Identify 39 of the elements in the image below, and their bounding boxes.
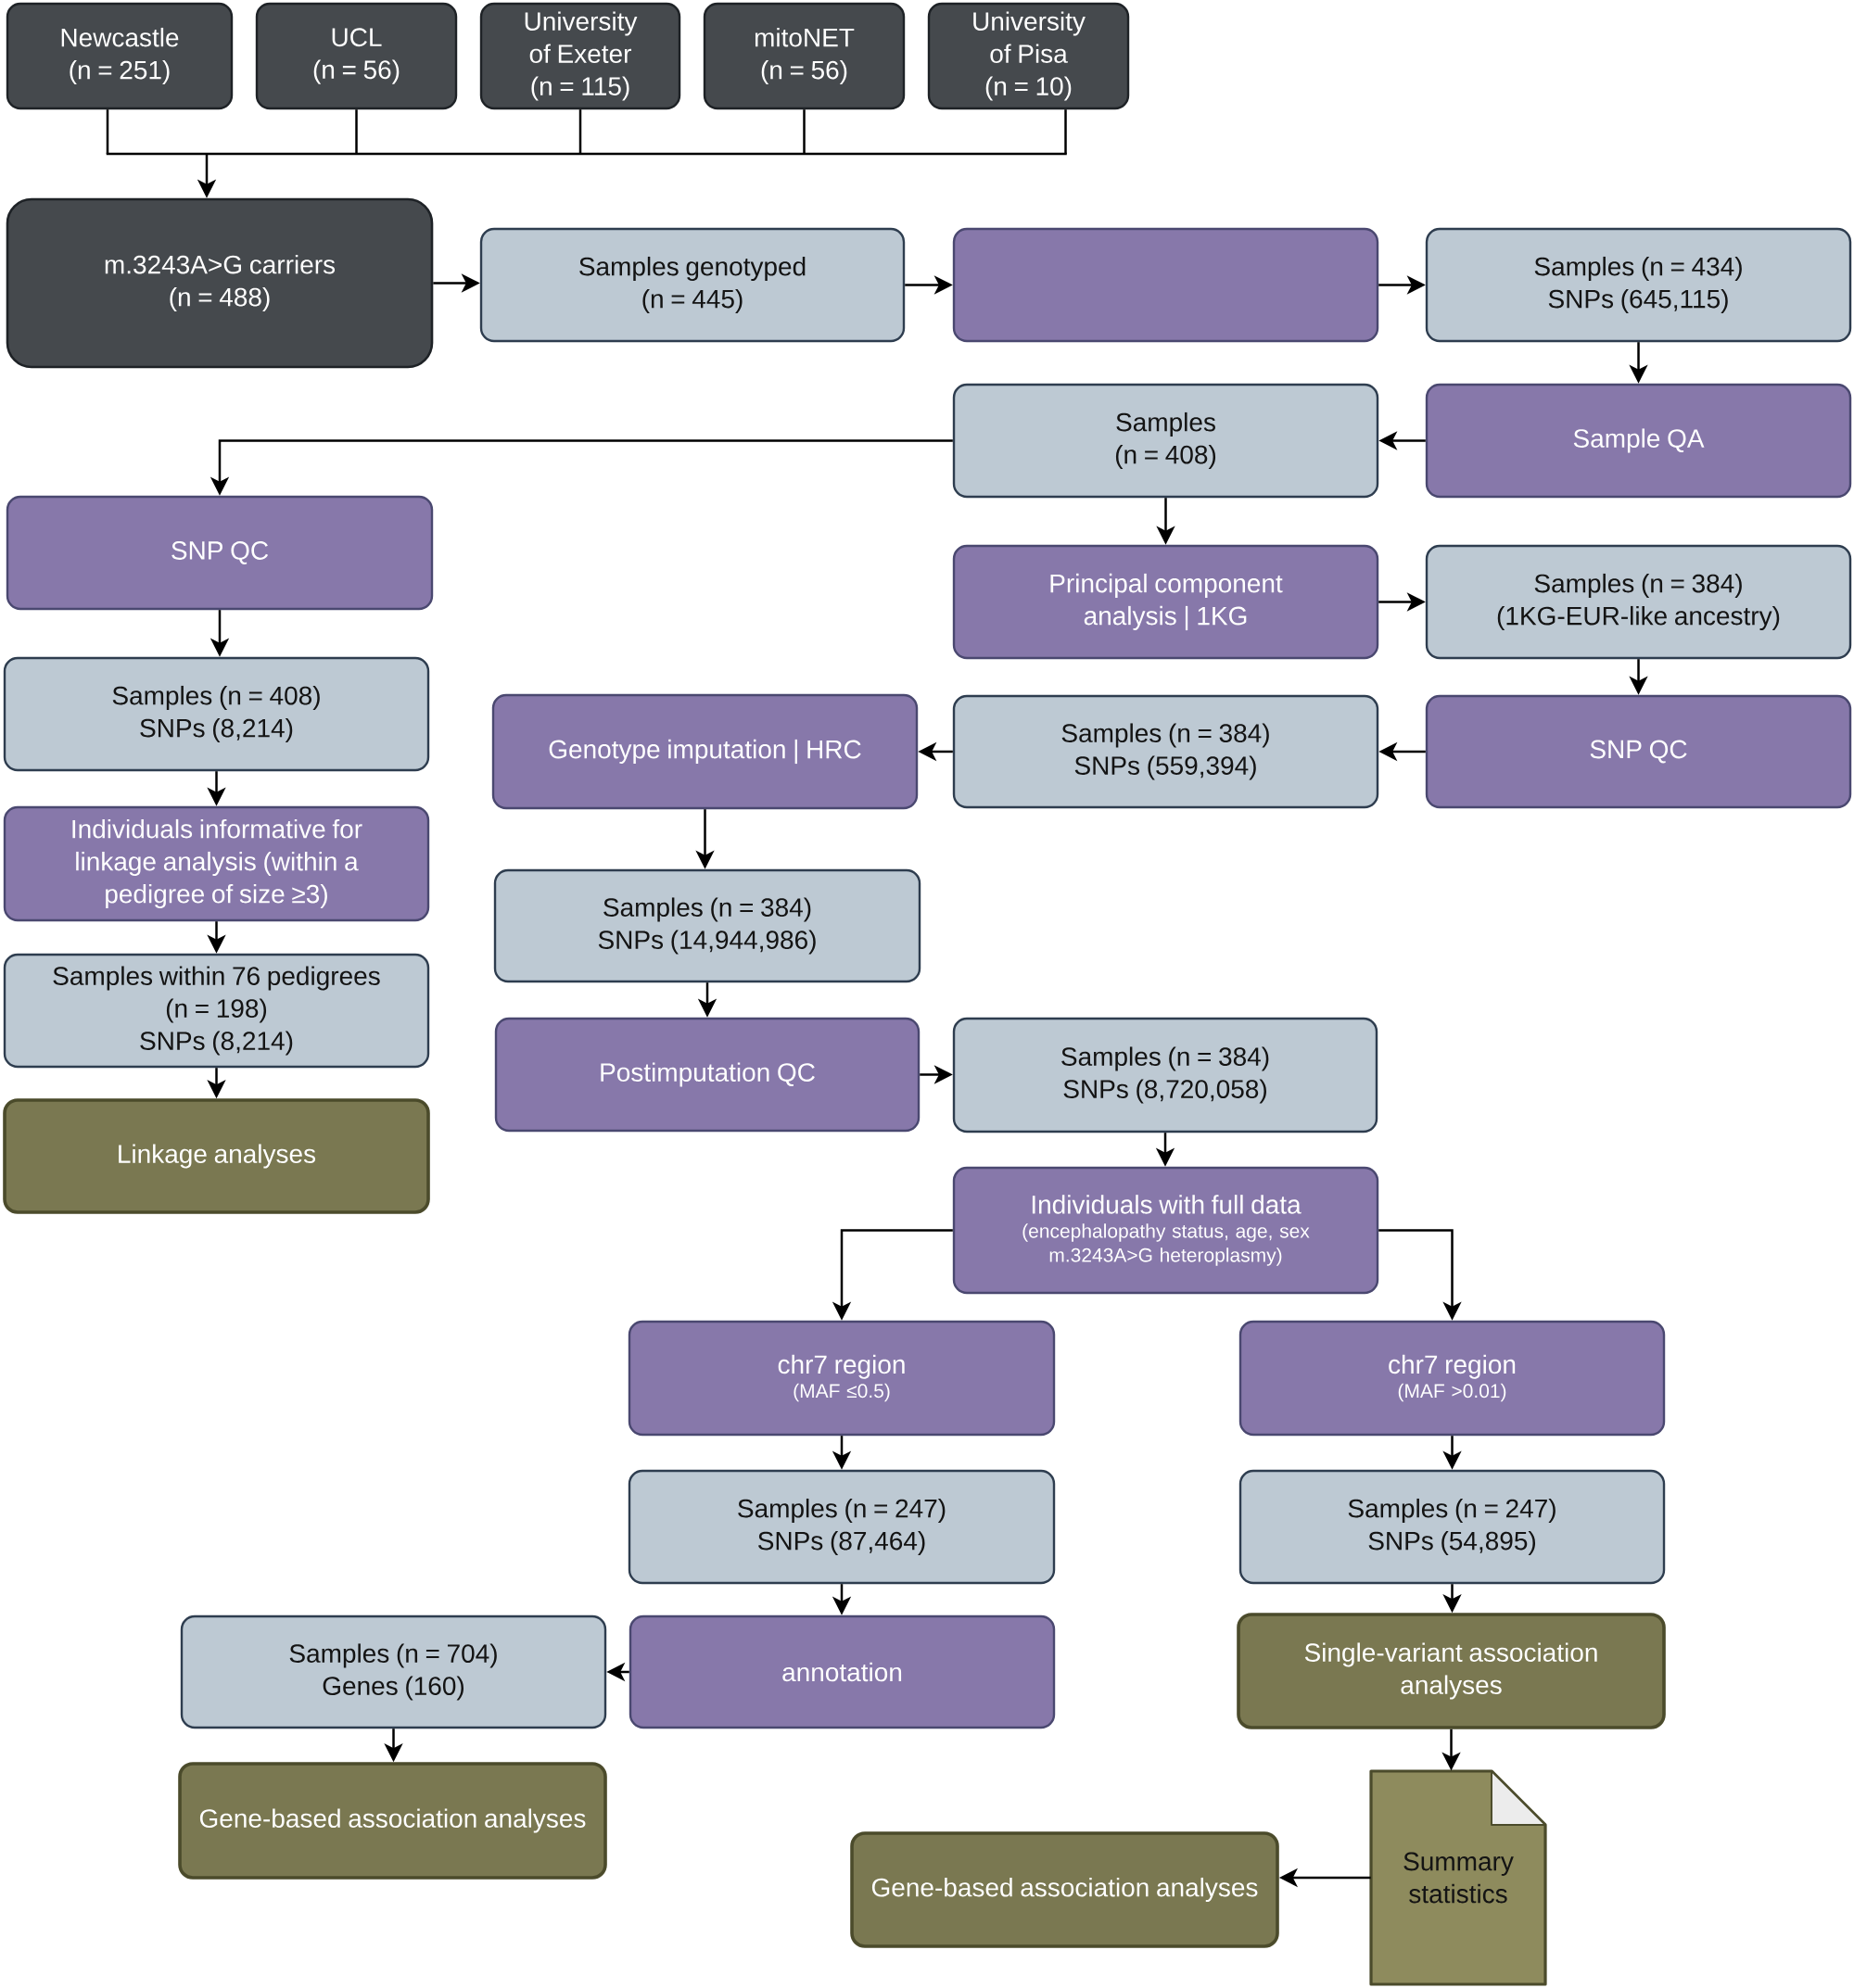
analysis-box: Single-variant association analyses <box>1237 1613 1666 1729</box>
process-box: chr7 region (MAF ≤0.5) <box>628 1320 1056 1437</box>
source-box: Newcastle (n = 251) <box>6 2 234 110</box>
data-box: Samples (n = 384) SNPs (14,944,986) <box>493 868 921 983</box>
data-box: Samples (n = 384) SNPs (559,394) <box>952 694 1379 809</box>
connector-line <box>1064 109 1067 154</box>
data-box: Samples within 76 pedigrees (n = 198) SNPs (8,214) <box>3 953 430 1069</box>
data-box: Samples (n = 704) Genes (160) <box>180 1614 607 1729</box>
process-box: Sample QA <box>1425 383 1852 499</box>
process-box: Postimputation QC <box>494 1017 921 1133</box>
analysis-box: Gene-based association analyses <box>178 1762 607 1880</box>
process-box: SNP QC <box>1425 694 1852 809</box>
connector-line <box>803 109 806 154</box>
data-box: Samples genotyped (n = 445) <box>479 227 906 343</box>
connector-line <box>355 109 358 154</box>
source-box: University of Pisa (n = 10) <box>927 2 1130 110</box>
data-box: Samples (n = 247) SNPs (87,464) <box>628 1469 1056 1585</box>
data-box: Samples (n = 384) (1KG-EUR-like ancestry) <box>1425 544 1852 660</box>
data-box: Samples (n = 247) SNPs (54,895) <box>1238 1469 1666 1585</box>
process-box: Individuals with full data (encephalopathy status, age, sex m.3243A>G heteroplasmy) <box>952 1166 1379 1295</box>
connector-line <box>106 109 109 154</box>
source-box: University of Exeter (n = 115) <box>479 2 681 110</box>
data-box: Samples (n = 434) SNPs (645,115) <box>1425 227 1852 343</box>
process-box: Individuals informative for linkage analysis (within a pedigree of size ≥3) <box>3 805 430 922</box>
cohort-box: m.3243A>G carriers (n = 488) <box>6 197 434 369</box>
data-box: Samples (n = 408) <box>952 383 1379 499</box>
analysis-box: Gene-based association analyses <box>850 1831 1279 1948</box>
process-box: annotation <box>629 1614 1056 1729</box>
process-box: chr7 region (MAF >0.01) <box>1238 1320 1666 1437</box>
analysis-box: Linkage analyses <box>3 1098 430 1214</box>
data-box: Samples (n = 408) SNPs (8,214) <box>3 656 430 772</box>
source-box: UCL (n = 56) <box>255 2 458 110</box>
process-box: Genotype imputation | HRC <box>491 693 919 810</box>
connector-line <box>578 109 582 154</box>
process-box <box>952 227 1379 343</box>
process-box: Principal component analysis | 1KG <box>952 544 1379 660</box>
source-box: mitoNET (n = 56) <box>703 2 906 110</box>
data-box: Samples (n = 384) SNPs (8,720,058) <box>952 1017 1378 1133</box>
process-box: SNP QC <box>6 495 434 611</box>
